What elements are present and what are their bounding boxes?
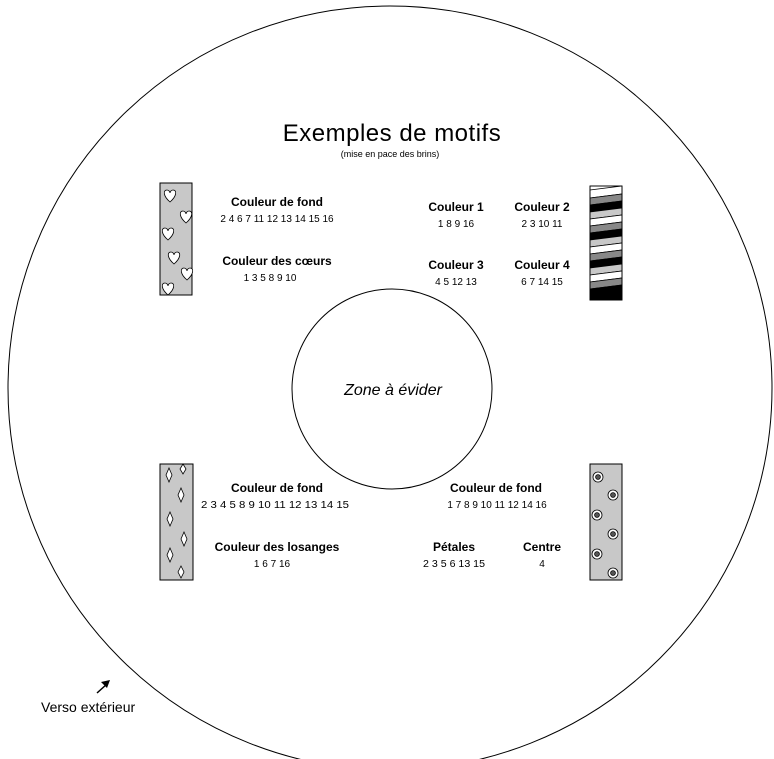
stripes-pattern: Couleur 1 1 8 9 16 Couleur 2 2 3 10 11 C… — [428, 185, 623, 301]
heart-icons — [161, 189, 194, 296]
stripes-c1-numbers: 1 8 9 16 — [438, 219, 475, 230]
stripes-c1-label: Couleur 1 — [428, 200, 484, 214]
diamond-icons — [165, 463, 188, 579]
diamonds-bg-label: Couleur de fond — [231, 481, 323, 495]
diamonds-motif-label: Couleur des losanges — [215, 540, 340, 554]
flower-icon — [592, 471, 604, 483]
hearts-bg-numbers: 2 4 6 7 11 12 13 14 15 16 — [220, 214, 334, 225]
heart-icon — [163, 189, 177, 203]
hearts-pattern: Couleur de fond 2 4 6 7 11 12 13 14 15 1… — [159, 182, 334, 296]
heart-icon — [161, 227, 175, 241]
diamonds-pattern: Couleur de fond 2 3 4 5 8 9 10 11 12 13 … — [159, 463, 349, 581]
flower-icon — [591, 548, 603, 560]
diamond-icon — [166, 510, 174, 528]
flower-icon — [607, 489, 619, 501]
page-title: Exemples de motifs — [283, 120, 501, 147]
diamonds-swatch — [159, 463, 194, 581]
flower-icon — [591, 509, 603, 521]
flower-icon — [607, 567, 619, 579]
diamond-icon — [179, 463, 187, 475]
heart-icon — [180, 267, 194, 281]
flower-icons — [591, 471, 619, 579]
flower-icon — [607, 528, 619, 540]
stripes-c4-label: Couleur 4 — [514, 258, 570, 272]
hearts-motif-label: Couleur des cœurs — [222, 254, 332, 268]
stripes-c2-numbers: 2 3 10 11 — [522, 219, 563, 230]
outer-disc-outline — [7, 5, 773, 759]
heart-icon — [161, 282, 175, 296]
diamond-icon — [166, 546, 174, 564]
arrow-icon — [101, 680, 110, 688]
diamonds-motif-numbers: 1 6 7 16 — [254, 559, 291, 570]
heart-icon — [167, 251, 181, 265]
heart-icon — [179, 210, 193, 224]
flowers-center-label: Centre — [523, 540, 561, 554]
diamond-icon — [180, 530, 188, 548]
center-hole-label: Zone à évider — [343, 382, 443, 399]
stripes-swatch — [589, 185, 623, 301]
flowers-center-numbers: 4 — [539, 559, 545, 570]
stripes-c3-label: Couleur 3 — [428, 258, 484, 272]
hearts-motif-numbers: 1 3 5 8 9 10 — [244, 273, 297, 284]
verso-annotation: Verso extérieur — [41, 680, 135, 715]
verso-label: Verso extérieur — [41, 699, 135, 715]
flowers-bg-label: Couleur de fond — [450, 481, 542, 495]
flowers-petals-numbers: 2 3 5 6 13 15 — [423, 559, 485, 570]
diamond-icon — [177, 486, 185, 504]
page-subtitle: (mise en pace des brins) — [341, 149, 440, 159]
stripes-c2-label: Couleur 2 — [514, 200, 570, 214]
stripes-c4-numbers: 6 7 14 15 — [521, 277, 563, 288]
hearts-bg-label: Couleur de fond — [231, 195, 323, 209]
flowers-petals-label: Pétales — [433, 540, 475, 554]
diamond-icon — [165, 466, 173, 484]
diamond-icon — [177, 565, 185, 579]
flowers-swatch — [589, 463, 623, 581]
flowers-pattern: Couleur de fond 1 7 8 9 10 11 12 14 16 P… — [423, 463, 623, 581]
center-hole-outline — [291, 288, 493, 490]
flowers-bg-numbers: 1 7 8 9 10 11 12 14 16 — [447, 500, 547, 511]
diamonds-bg-numbers: 2 3 4 5 8 9 10 11 12 13 14 15 — [201, 500, 349, 511]
stripes-c3-numbers: 4 5 12 13 — [435, 277, 477, 288]
